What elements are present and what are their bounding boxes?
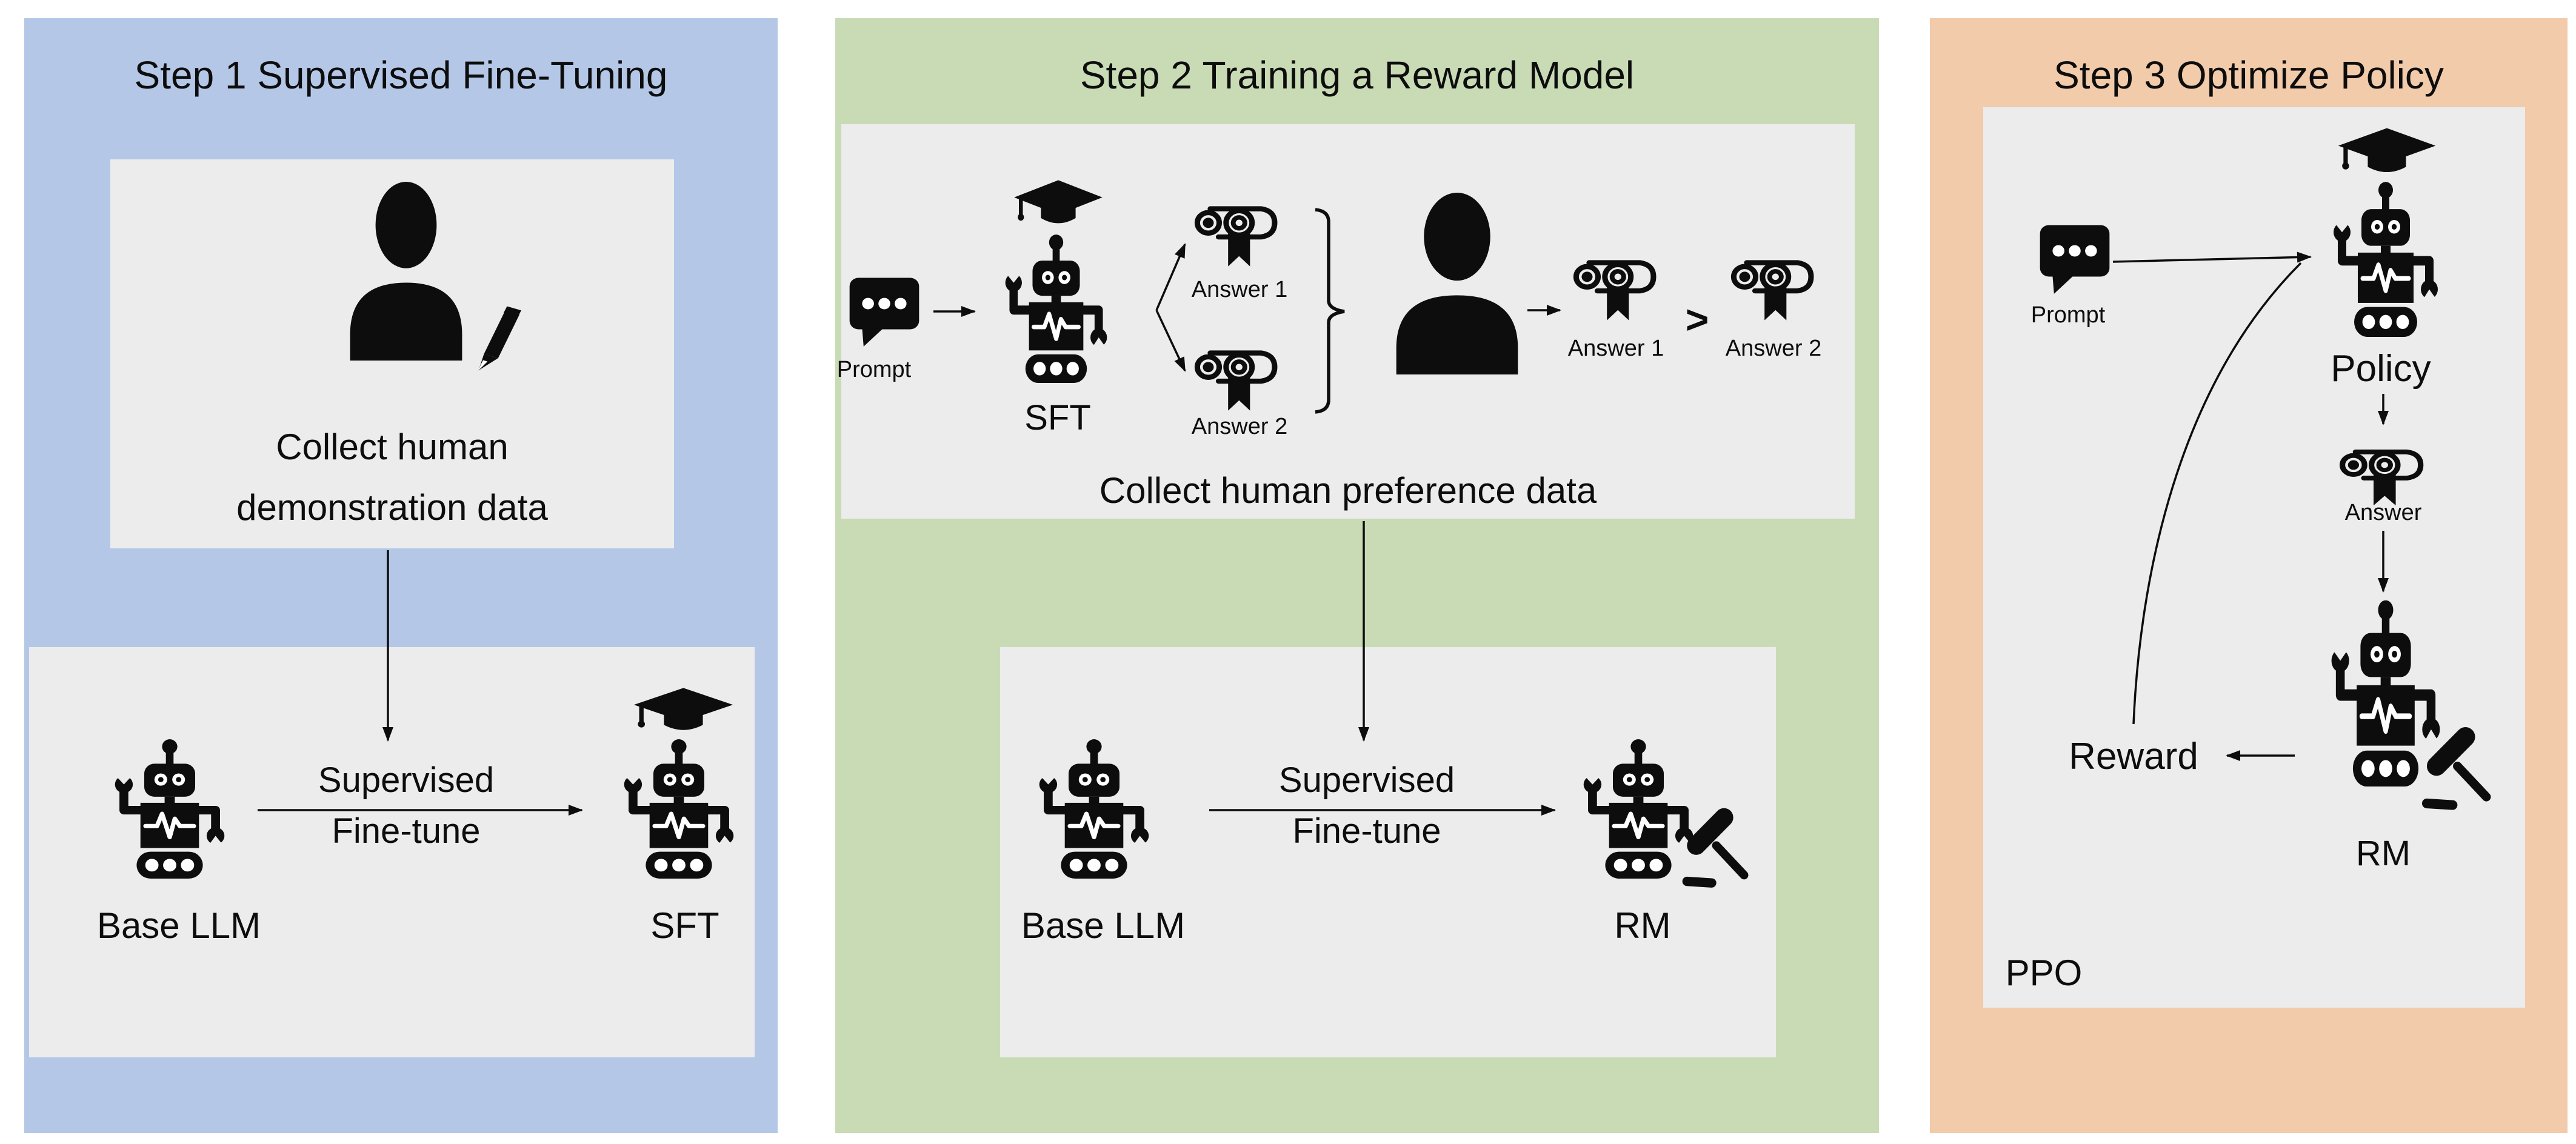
base-llm-label: Base LLM [1021,905,1186,946]
robot-icon [114,739,225,879]
ppo-label: PPO [2005,953,2083,993]
graduation-cap-icon [1014,180,1103,224]
certificate-icon [1576,263,1653,321]
finetune-label: Fine-tune [1292,811,1441,851]
supervised-label: Supervised [1278,760,1455,800]
robot-icon [1583,739,1693,879]
certificate-icon [1197,209,1275,267]
supervised-label: Supervised [318,760,495,800]
gavel-icon [1687,817,1744,883]
robot-icon [1004,234,1107,383]
gavel-icon [2427,737,2486,805]
answer2-label: Answer 2 [1191,414,1288,439]
arrow-sft-to-answer1 [1155,243,1186,311]
prompt-label: Prompt [2030,302,2106,328]
answer-label: Answer [2344,500,2422,525]
robot-icon [1038,739,1149,879]
speech-bubble-icon [2040,225,2110,294]
certificate-icon [1733,263,1811,321]
compare-answer1-label: Answer 1 [1567,336,1664,361]
step2-caption: Collect human preference data [1099,470,1597,511]
arrow-sft-to-answer2 [1155,310,1186,372]
compare-answer2-label: Answer 2 [1725,336,1822,361]
answer1-label: Answer 1 [1191,277,1288,302]
arrow-prompt-to-policy [2112,251,2312,263]
pencil-icon [478,306,521,371]
finetune-label: Fine-tune [332,811,481,851]
reward-label: Reward [2069,736,2198,777]
robot-icon [623,739,734,879]
graduation-cap-icon [633,688,733,730]
step1-caption: Collect human demonstration data [236,427,548,528]
prompt-label: Prompt [836,357,912,382]
policy-label: Policy [2331,348,2431,390]
graduation-cap-icon [2338,128,2436,173]
reward-feedback-curve [2132,262,2302,725]
robot-icon [2330,600,2440,787]
person-icon [1396,193,1518,374]
step3-title: Step 3 Optimize Policy [2054,53,2444,97]
step2-preference-box [841,124,1855,519]
answers-bracket [1315,208,1345,414]
sft-model-label: SFT [1024,398,1091,437]
certificate-icon [2343,452,2421,505]
step1-title: Step 1 Supervised Fine-Tuning [134,53,668,97]
sft-label: SFT [650,905,719,946]
speech-bubble-icon [849,278,919,347]
base-llm-label: Base LLM [96,905,261,946]
person-icon [350,182,462,361]
step2-title: Step 2 Training a Reward Model [1079,53,1635,97]
rm-label: RM [1614,905,1671,946]
rm-label: RM [2355,834,2411,873]
robot-icon [2332,182,2438,337]
greater-than-symbol: > [1685,297,1709,342]
certificate-icon [1197,353,1275,411]
